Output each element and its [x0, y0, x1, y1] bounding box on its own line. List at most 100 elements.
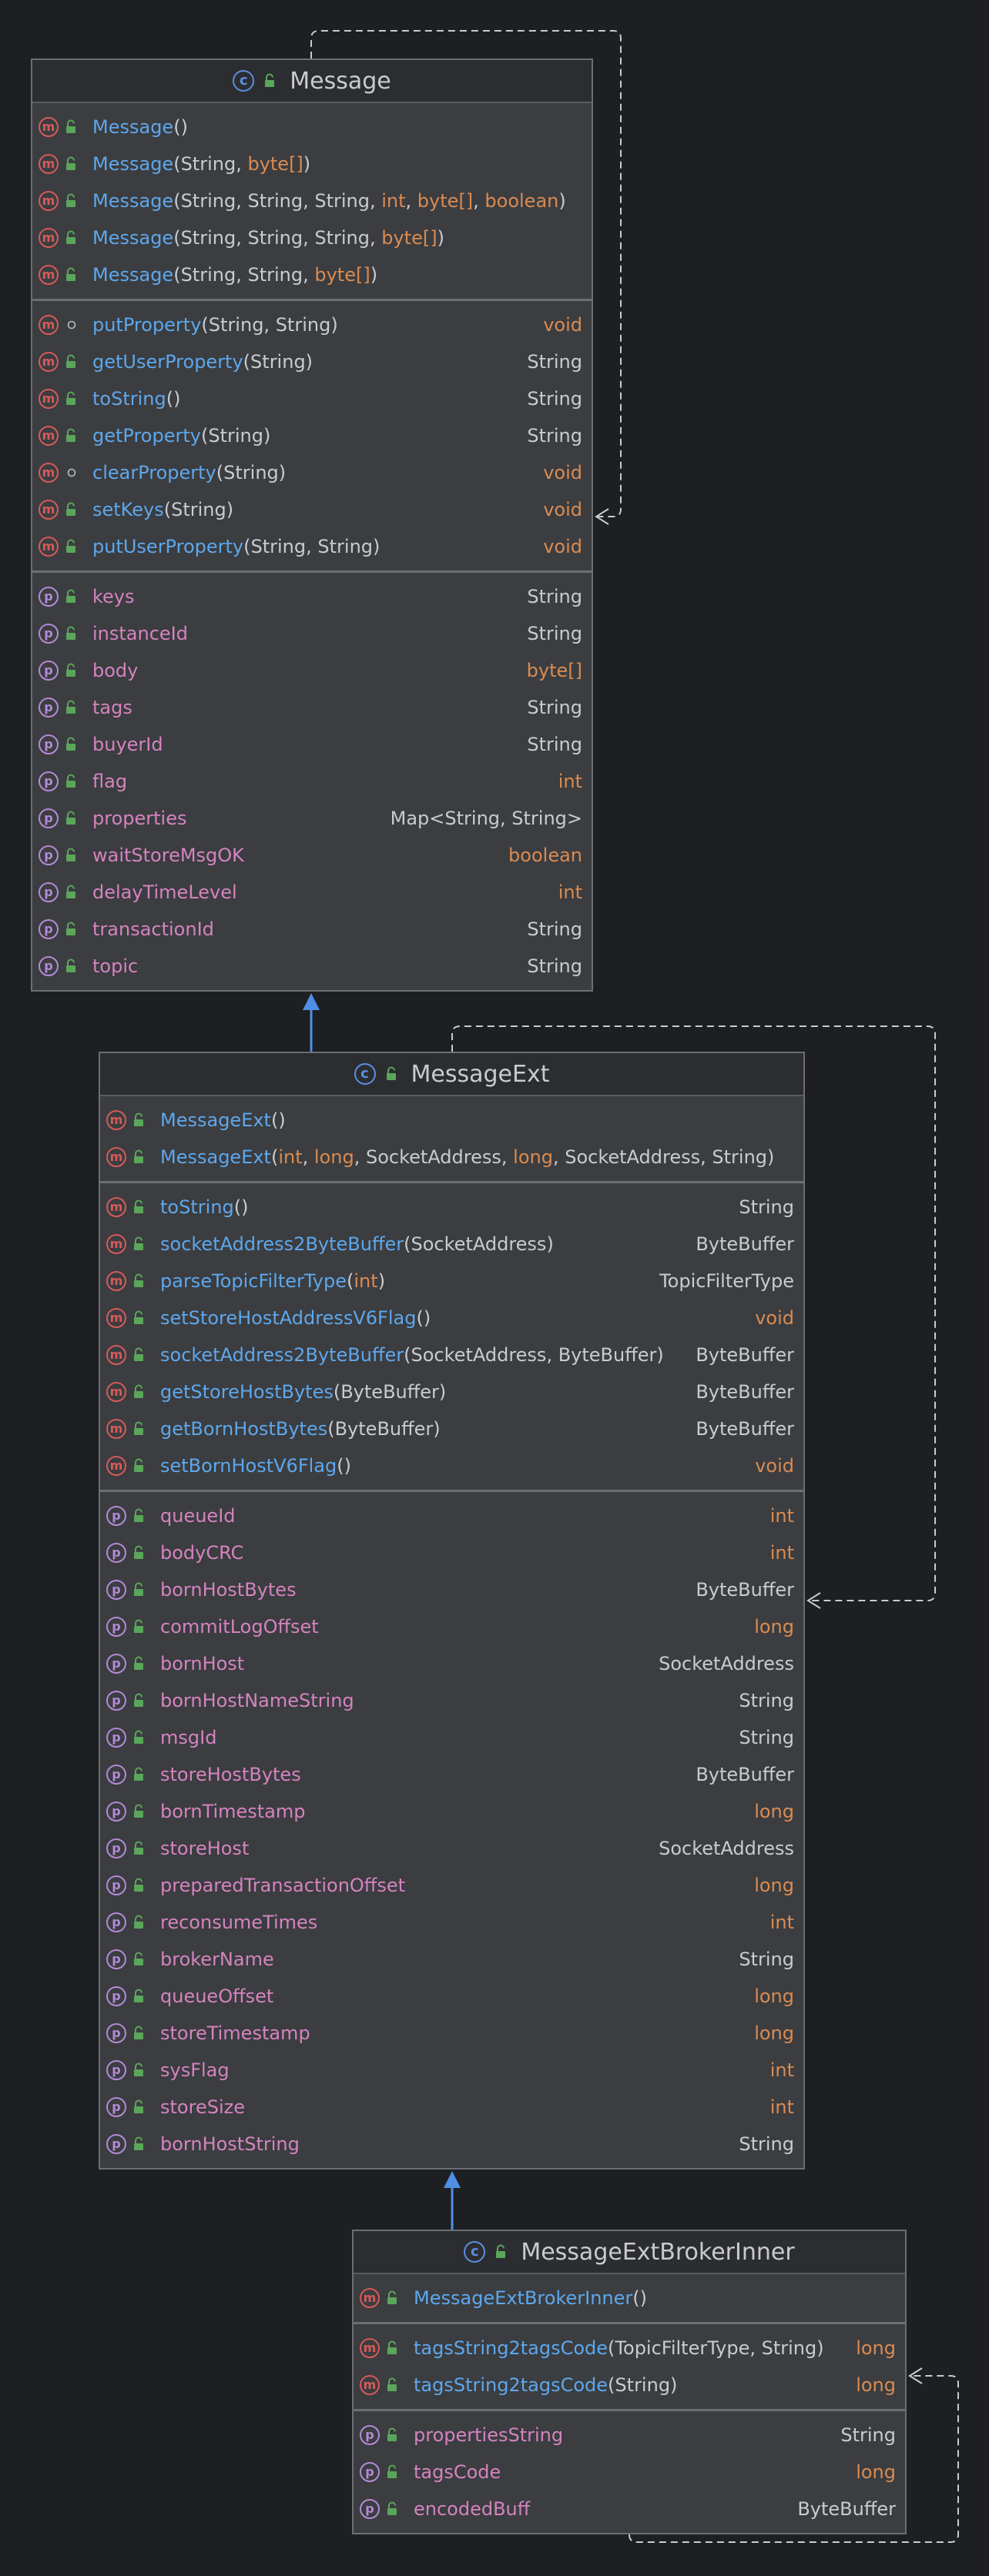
member-name: queueOffset — [160, 1986, 274, 2007]
unlock-icon — [63, 884, 80, 901]
method-m-icon: m — [106, 1382, 126, 1402]
class-c-icon: c — [354, 1063, 376, 1085]
return-type: ByteBuffer — [696, 1344, 794, 1366]
property-p-icon: p — [106, 1949, 126, 1969]
member-name: msgId — [160, 1727, 217, 1748]
param-type: byte[] — [314, 264, 370, 286]
member-name: bodyCRC — [160, 1542, 244, 1564]
param-type: String — [247, 227, 303, 249]
class-name: MessageExtBrokerInner — [521, 2238, 795, 2266]
class-name: Message — [290, 67, 391, 95]
field-type: long — [754, 1875, 794, 1896]
field-type: String — [739, 2133, 794, 2155]
member-name: bornHostNameString — [160, 1690, 354, 1711]
property-p-icon: p — [106, 1838, 126, 1858]
unlock-icon — [63, 810, 80, 827]
unlock-icon — [131, 1199, 148, 1216]
unlock-icon — [131, 1347, 148, 1363]
unlock-icon — [384, 2290, 401, 2307]
member-name: preparedTransactionOffset — [160, 1875, 406, 1896]
member-name: instanceId — [92, 623, 188, 644]
method-m-icon: m — [39, 117, 59, 137]
member-name: storeHostBytes — [160, 1764, 301, 1785]
field-type: int — [769, 2059, 794, 2081]
class-c-icon: c — [464, 2241, 486, 2263]
member-name: socketAddress2ByteBuffer — [160, 1344, 404, 1366]
member-name: toString — [92, 388, 166, 410]
field-type: String — [739, 1690, 794, 1711]
member-name: encodedBuff — [414, 2498, 531, 2520]
member-name: parseTopicFilterType — [160, 1270, 347, 1292]
field-type: int — [769, 2096, 794, 2118]
member-name: tagsString2tagsCode — [414, 2337, 608, 2359]
class-header[interactable]: c MessageExtBrokerInner — [354, 2231, 905, 2274]
member-name: delayTimeLevel — [92, 882, 237, 903]
member-name: clearProperty — [92, 462, 216, 483]
